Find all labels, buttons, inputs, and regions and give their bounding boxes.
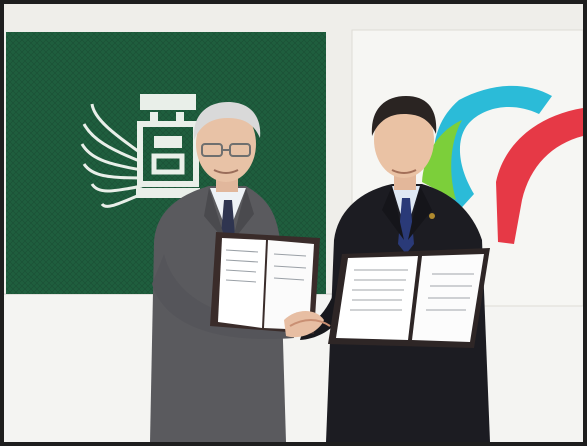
handshake	[284, 311, 331, 338]
wing-crest-emblem	[80, 94, 200, 208]
ceremony-photo	[4, 4, 583, 442]
agreement-left	[210, 232, 320, 334]
scene-illustration	[4, 4, 583, 442]
swirl-logo	[422, 85, 583, 244]
agreement-right	[328, 248, 490, 348]
